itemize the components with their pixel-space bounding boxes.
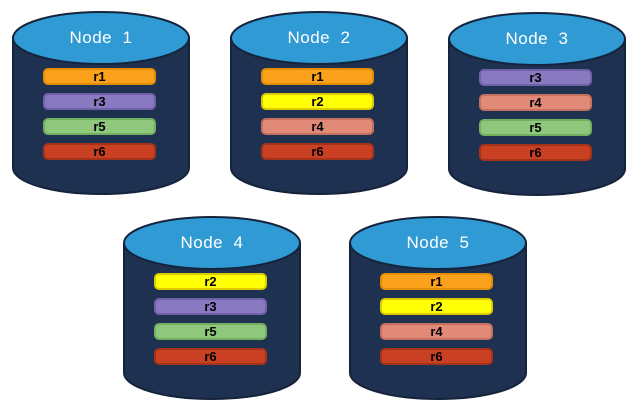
replica-bar-r5: r5: [43, 118, 156, 135]
node-1: Node 1 r1 r3 r5 r6: [10, 10, 192, 196]
replica-label: r4: [529, 95, 542, 110]
replica-label: r2: [204, 274, 217, 289]
replica-bar-r5: r5: [479, 119, 592, 136]
replica-label: r6: [430, 349, 443, 364]
replica-label: r3: [204, 299, 217, 314]
replica-label: r4: [311, 119, 324, 134]
replica-bar-r4: r4: [380, 323, 493, 340]
replica-bar-r1: r1: [43, 68, 156, 85]
replica-label: r2: [311, 94, 324, 109]
replica-bar-r6: r6: [154, 348, 267, 365]
replica-bar-r3: r3: [43, 93, 156, 110]
replica-label: r2: [430, 299, 443, 314]
replica-bar-r5: r5: [154, 323, 267, 340]
replica-bar-r2: r2: [154, 273, 267, 290]
replica-bar-r3: r3: [479, 69, 592, 86]
replica-list: r3 r4 r5 r6: [479, 69, 592, 169]
replica-label: r3: [93, 94, 106, 109]
replica-bar-r6: r6: [43, 143, 156, 160]
replica-bar-r3: r3: [154, 298, 267, 315]
node-4: Node 4 r2 r3 r5 r6: [121, 215, 303, 401]
replica-bar-r6: r6: [261, 143, 374, 160]
node-title: Node 2: [287, 28, 351, 47]
replica-label: r6: [204, 349, 217, 364]
replica-label: r3: [529, 70, 542, 85]
node-2: Node 2 r1 r2 r4 r6: [228, 10, 410, 196]
replica-label: r6: [311, 144, 324, 159]
node-title: Node 3: [505, 29, 569, 48]
replica-bar-r1: r1: [261, 68, 374, 85]
replica-bar-r1: r1: [380, 273, 493, 290]
replica-bar-r4: r4: [479, 94, 592, 111]
replica-label: r1: [311, 69, 324, 84]
replica-bar-r6: r6: [479, 144, 592, 161]
node-title: Node 4: [180, 233, 244, 252]
node-title: Node 1: [69, 28, 133, 47]
replica-label: r5: [529, 120, 542, 135]
replica-label: r6: [93, 144, 106, 159]
node-title: Node 5: [406, 233, 470, 252]
replica-bar-r2: r2: [380, 298, 493, 315]
replica-bar-r6: r6: [380, 348, 493, 365]
replica-label: r1: [93, 69, 106, 84]
replica-label: r1: [430, 274, 443, 289]
replica-label: r5: [93, 119, 106, 134]
replica-label: r6: [529, 145, 542, 160]
replica-list: r1 r2 r4 r6: [380, 273, 493, 373]
replica-bar-r2: r2: [261, 93, 374, 110]
replica-list: r1 r2 r4 r6: [261, 68, 374, 168]
replica-list: r2 r3 r5 r6: [154, 273, 267, 373]
replica-label: r5: [204, 324, 217, 339]
replica-label: r4: [430, 324, 443, 339]
node-3: Node 3 r3 r4 r5 r6: [446, 11, 628, 197]
replica-list: r1 r3 r5 r6: [43, 68, 156, 168]
node-5: Node 5 r1 r2 r4 r6: [347, 215, 529, 401]
replica-bar-r4: r4: [261, 118, 374, 135]
